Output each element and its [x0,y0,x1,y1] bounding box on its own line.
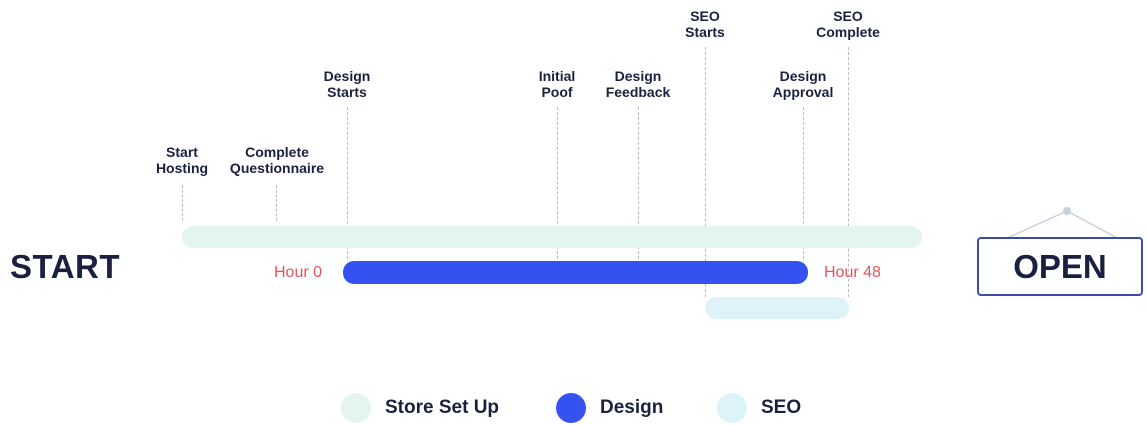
legend-design-swatch [556,393,586,423]
dash-start-hosting [182,185,183,221]
milestone-line-1: Design [779,68,827,84]
dash-initial-poof [557,107,558,259]
dash-design-approval [803,107,804,259]
milestone-seo-complete: SEO Complete [816,8,880,40]
dash-seo-starts [705,47,706,297]
legend-store-setup-label: Store Set Up [385,397,500,418]
seo-bar [705,297,849,319]
milestone-design-approval: Design Approval [773,68,834,100]
milestone-line-2: Approval [772,84,834,100]
milestone-line-1: SEO [833,8,863,24]
open-label: OPEN [1013,247,1107,285]
legend-design-label: Design [600,397,664,418]
milestone-line-2: Starts [327,84,367,100]
milestone-initial-poof: Initial Poof [539,68,576,100]
milestone-line-2: Poof [541,84,573,100]
milestone-line-1: Design [614,68,662,84]
legend-item-store-setup: Store Set Up [341,391,499,425]
hour-start-label: Hour 0 [274,264,323,281]
dash-complete-questionnaire [276,185,277,221]
milestone-line-2: Feedback [605,84,671,100]
milestone-design-starts: Design Starts [324,68,371,100]
store-setup-bar [182,226,922,248]
milestone-design-feedback: Design Feedback [606,68,671,100]
legend-item-design: Design [556,391,663,425]
milestone-line-2: Starts [685,24,725,40]
milestone-complete-questionnaire: Complete Questionnaire [230,144,324,176]
start-label: START [10,248,121,285]
legend-item-seo: SEO [717,391,801,425]
milestone-line-1: Start [166,144,198,160]
milestone-line-2: Hosting [155,160,209,176]
sign-hanger-icon [1004,207,1120,240]
dash-seo-complete [848,47,849,297]
open-sign: OPEN [977,237,1143,296]
milestone-line-2: Complete [816,24,880,40]
milestone-line-2: Questionnaire [229,160,325,176]
dash-design-feedback [638,107,639,259]
legend-seo-label: SEO [761,397,802,418]
milestone-seo-starts: SEO Starts [685,8,725,40]
legend-store-setup-swatch [341,393,371,423]
design-bar [343,261,808,284]
milestone-line-1: Complete [245,144,309,160]
dash-design-starts [347,107,348,259]
milestone-start-hosting: Start Hosting [156,144,208,176]
legend-seo-swatch [717,393,747,423]
milestone-line-1: SEO [690,8,720,24]
milestone-line-1: Design [323,68,371,84]
milestone-line-1: Initial [538,68,576,84]
hour-end-label: Hour 48 [824,264,881,281]
